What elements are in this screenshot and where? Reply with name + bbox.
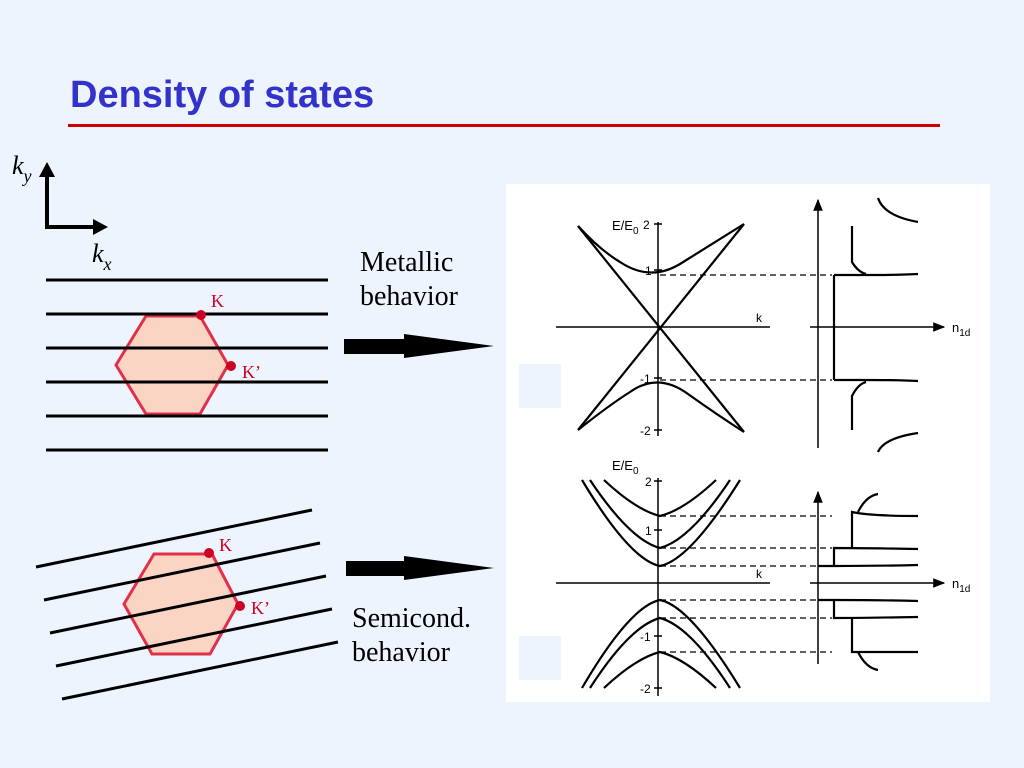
metallic-caption-line1: Metallic [360, 247, 454, 278]
semi-brillouin-zone: K K’ [35, 508, 339, 701]
dos-vhs [850, 380, 867, 430]
k-axis-label: k [756, 567, 763, 581]
kprime-point-label: K’ [251, 598, 270, 618]
k-point-label: K [219, 535, 232, 555]
semi-dispersion-plot [556, 478, 946, 696]
tick-label: -2 [640, 424, 651, 438]
cutting-lines-semi [35, 508, 339, 701]
dos-curve [834, 272, 919, 277]
semi-caption-line2: behavior [352, 637, 450, 668]
ky-label: ky [12, 151, 32, 186]
tick-label: 1 [645, 524, 652, 538]
transition-arrows [344, 334, 494, 580]
linear-band [577, 223, 745, 431]
dos-axis-label: n1d [952, 320, 970, 339]
energy-axis-label: E/E0 [612, 458, 639, 477]
figure-patch [519, 364, 561, 408]
dos-vhs [832, 600, 919, 620]
cutting-lines-metallic [46, 278, 328, 452]
tick-label: 2 [645, 475, 652, 489]
kprime-point-label: K’ [242, 362, 261, 382]
figure-patch [519, 636, 561, 680]
semi-arrow [346, 556, 494, 580]
tick-label: -1 [640, 630, 651, 644]
semi-caption-line1: Semicond. [352, 603, 471, 634]
figure-background [506, 184, 990, 702]
hexagon-metallic [114, 314, 230, 416]
dos-vhs [832, 546, 919, 566]
valence-subband [577, 381, 745, 433]
dos-curve [876, 197, 919, 224]
metallic-dispersion-plot [556, 197, 946, 453]
title-underline [68, 124, 940, 127]
conduction-subband [577, 223, 745, 274]
cutting-line [35, 508, 313, 569]
dos-curve [876, 431, 919, 453]
tick-label: 1 [645, 264, 652, 278]
k-point-dot [204, 548, 214, 558]
dos-vhs [850, 510, 919, 548]
tick-label: -1 [640, 372, 651, 386]
energy-ticks [654, 480, 662, 689]
dos-curve [834, 378, 919, 383]
k-axis-label: k [756, 311, 763, 325]
cutting-line [55, 607, 333, 668]
dos-axis-label: n1d [952, 576, 970, 595]
metallic-caption-line2: behavior [360, 281, 458, 312]
semi-plot-labels: E/E0 k n1d 2 1 -1 -2 [612, 458, 970, 696]
tick-label: -2 [640, 682, 651, 696]
linear-band [577, 225, 745, 433]
kprime-point-dot [226, 361, 236, 371]
semiconducting-caption: Semicond. behavior [352, 602, 471, 670]
energy-axis-label: E/E0 [612, 218, 639, 237]
kx-label: kx [92, 239, 112, 274]
slide-title: Density of states [70, 74, 375, 116]
cutting-line [49, 574, 327, 635]
kprime-point-dot [235, 601, 245, 611]
cutting-line [61, 640, 339, 701]
dos-vhs [850, 226, 867, 276]
metallic-caption: Metallic behavior [360, 246, 458, 314]
metallic-arrow [344, 334, 494, 358]
tick-label: 2 [643, 218, 650, 232]
energy-ticks [654, 223, 662, 431]
dos-curve [857, 492, 879, 513]
metallic-plot-labels: E/E0 k n1d 2 1 -1 -2 [612, 218, 970, 438]
k-point-dot [196, 310, 206, 320]
dos-curve [818, 563, 919, 568]
band-structure-figure: E/E0 k n1d 2 1 -1 -2 [506, 184, 990, 702]
ky-arrowhead [39, 162, 55, 177]
kspace-axes: ky kx [12, 151, 112, 274]
dos-curve [857, 651, 879, 672]
kx-arrowhead [93, 219, 108, 235]
dos-vhs [850, 618, 918, 654]
cutting-line [43, 541, 321, 602]
dos-curve [818, 598, 919, 603]
metallic-brillouin-zone: K K’ [46, 278, 328, 452]
k-point-label: K [211, 291, 224, 311]
